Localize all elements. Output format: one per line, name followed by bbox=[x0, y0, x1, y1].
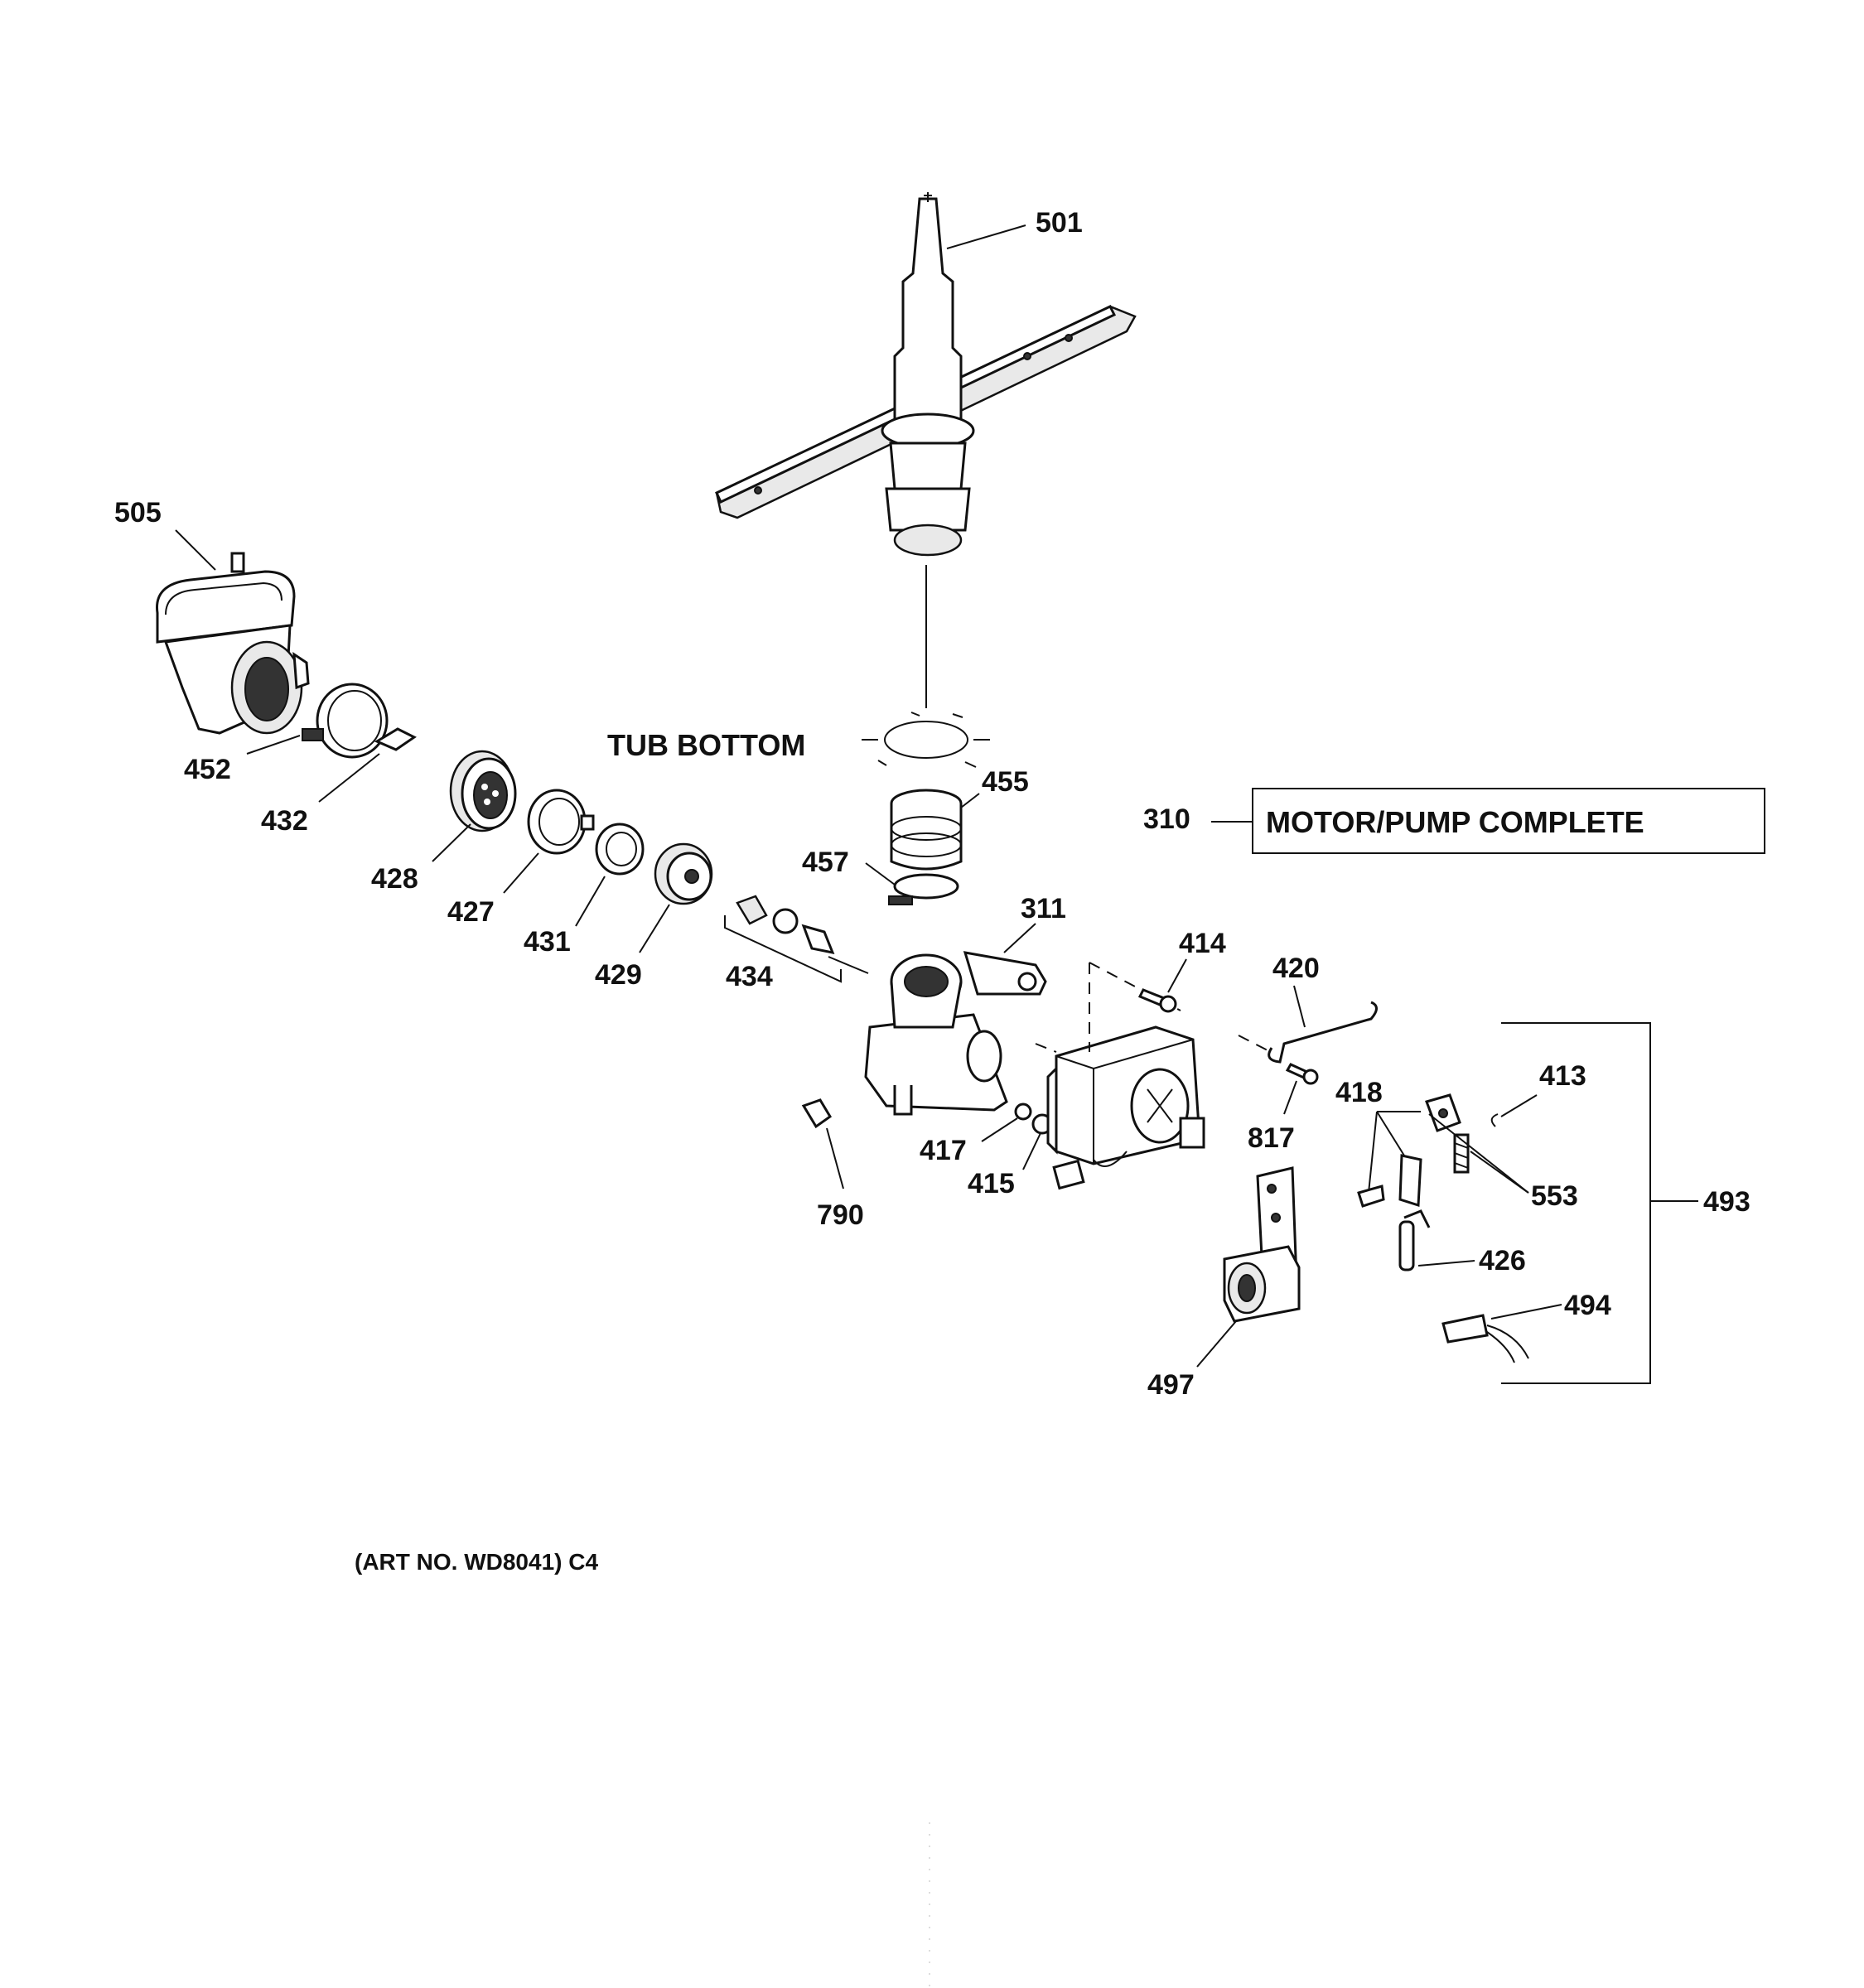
callout-493: 493 bbox=[1703, 1186, 1751, 1218]
callout-553: 553 bbox=[1531, 1180, 1578, 1212]
dash-420 bbox=[1238, 1035, 1268, 1051]
callout-434: 434 bbox=[726, 961, 773, 992]
leader-415 bbox=[1022, 1132, 1041, 1170]
leader-417 bbox=[981, 1117, 1018, 1142]
leader-497 bbox=[1196, 1320, 1237, 1368]
callout-417: 417 bbox=[920, 1135, 967, 1166]
ring-431 bbox=[595, 823, 645, 876]
callout-428: 428 bbox=[371, 863, 418, 895]
clamp-457 bbox=[888, 873, 959, 905]
callout-414: 414 bbox=[1179, 928, 1226, 959]
leader-428 bbox=[432, 823, 471, 862]
screw-817 bbox=[1285, 1063, 1319, 1085]
connector-494 bbox=[1441, 1314, 1529, 1363]
ring-427 bbox=[527, 789, 595, 855]
callout-427: 427 bbox=[447, 896, 495, 928]
motor-pump-complete-box bbox=[1252, 788, 1765, 854]
callout-505: 505 bbox=[114, 497, 162, 528]
plunger-426 bbox=[1398, 1209, 1431, 1271]
callout-494: 494 bbox=[1564, 1290, 1611, 1321]
leader-457 bbox=[865, 862, 896, 885]
lever-parts bbox=[1357, 1093, 1470, 1208]
seal-455 bbox=[890, 789, 963, 871]
pump-housing-311 bbox=[864, 951, 1047, 1116]
callout-413: 413 bbox=[1539, 1060, 1586, 1092]
center-line-pump bbox=[828, 956, 869, 974]
leader-553 bbox=[1428, 1113, 1529, 1194]
callout-311: 311 bbox=[1021, 893, 1066, 924]
impeller-429 bbox=[654, 842, 713, 905]
leader-432 bbox=[318, 753, 380, 803]
leader-494 bbox=[1490, 1304, 1562, 1320]
leader-414 bbox=[1167, 958, 1187, 993]
rod-420 bbox=[1268, 1001, 1378, 1064]
callout-452: 452 bbox=[184, 754, 231, 785]
leader-413 bbox=[1500, 1094, 1538, 1117]
solenoid-497 bbox=[1223, 1166, 1301, 1323]
filter-428 bbox=[449, 750, 517, 832]
sump-505 bbox=[156, 552, 310, 735]
motor-pump-complete-label: MOTOR/PUMP COMPLETE bbox=[1266, 805, 1644, 839]
leader-311 bbox=[1003, 923, 1036, 953]
callout-790: 790 bbox=[817, 1199, 864, 1231]
leader-455 bbox=[960, 793, 980, 808]
tub-bottom-ring bbox=[862, 712, 990, 768]
callout-418: 418 bbox=[1335, 1077, 1383, 1108]
leader-426 bbox=[1417, 1260, 1475, 1267]
callout-432: 432 bbox=[261, 805, 308, 837]
washer-417 bbox=[1014, 1103, 1032, 1121]
callout-310: 310 bbox=[1143, 803, 1190, 835]
leader-505 bbox=[175, 529, 216, 571]
bracket-493 bbox=[1501, 1022, 1651, 1384]
tub-bottom-label: TUB BOTTOM bbox=[607, 728, 805, 762]
leader-790 bbox=[826, 1127, 844, 1189]
clip-432 bbox=[374, 727, 417, 751]
callout-817: 817 bbox=[1248, 1122, 1295, 1154]
screw-414 bbox=[1137, 988, 1177, 1013]
leader-429 bbox=[639, 904, 670, 953]
callout-420: 420 bbox=[1272, 953, 1320, 984]
art-number: (ART NO. WD8041) C4 bbox=[355, 1549, 598, 1575]
callout-429: 429 bbox=[595, 959, 642, 991]
leader-420 bbox=[1293, 985, 1306, 1028]
callout-431: 431 bbox=[524, 926, 571, 958]
callout-501: 501 bbox=[1036, 207, 1083, 239]
spray-arm-501 bbox=[715, 192, 1137, 557]
clamp-452 bbox=[302, 683, 389, 759]
callout-455: 455 bbox=[982, 766, 1029, 798]
motor bbox=[1035, 1025, 1205, 1190]
parts-434 bbox=[724, 895, 842, 983]
leader-452 bbox=[246, 735, 301, 755]
callout-457: 457 bbox=[802, 847, 849, 878]
leader-501 bbox=[946, 224, 1026, 249]
leader-431 bbox=[575, 876, 606, 927]
leader-427 bbox=[503, 852, 539, 894]
callout-497: 497 bbox=[1147, 1369, 1195, 1401]
leader-418 bbox=[1368, 1111, 1421, 1194]
clip-790 bbox=[801, 1098, 833, 1129]
callout-415: 415 bbox=[968, 1168, 1015, 1199]
callout-426: 426 bbox=[1479, 1245, 1526, 1276]
leader-817 bbox=[1283, 1080, 1297, 1115]
clip-413 bbox=[1490, 1113, 1499, 1127]
